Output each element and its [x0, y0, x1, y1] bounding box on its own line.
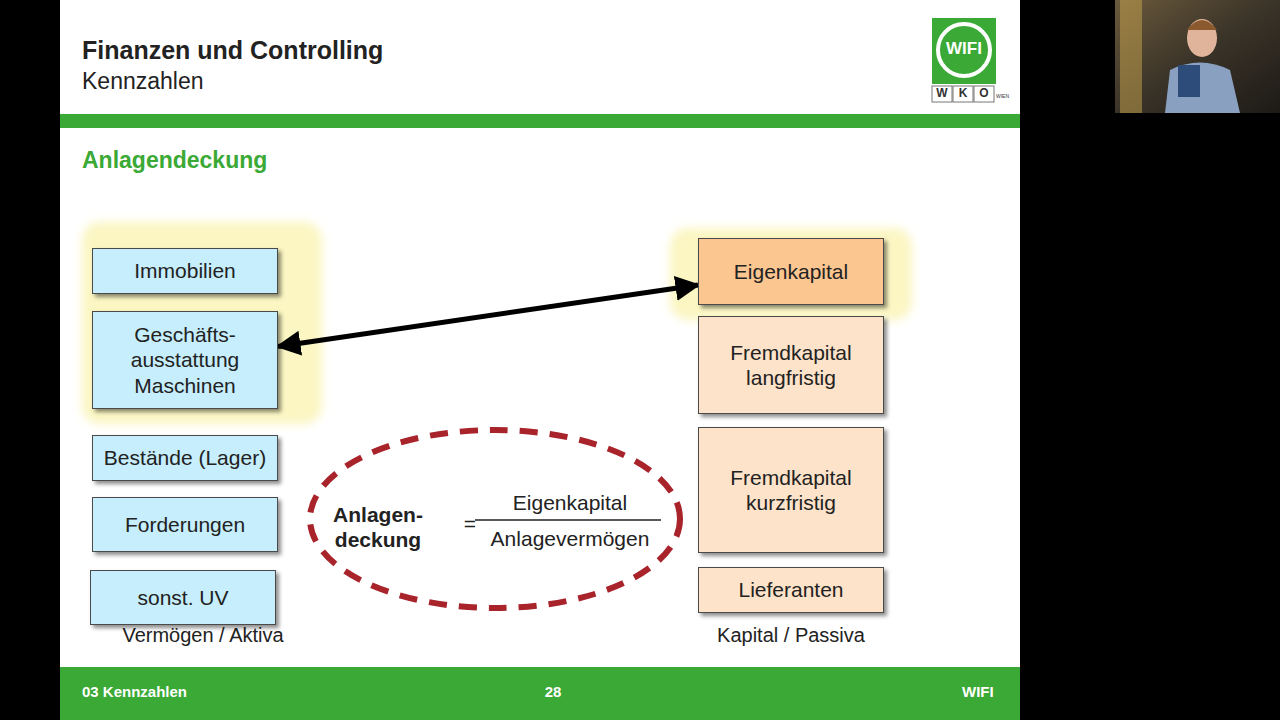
box-label: Lieferanten [738, 577, 843, 602]
highlight-area [670, 228, 912, 320]
webcam-person [1187, 19, 1217, 57]
slide-label: 03 Kennzahlen [82, 683, 187, 700]
slide-label: Kennzahlen [82, 68, 204, 95]
formula-text: Eigenkapital [470, 490, 670, 515]
balance-box: Forderungen [92, 497, 278, 552]
balance-box: Fremdkapital langfristig [698, 316, 884, 414]
box-label: Forderungen [125, 512, 245, 537]
balance-box: Fremdkapital kurzfristig [698, 427, 884, 553]
slide-label: K [959, 86, 968, 100]
slide-label: WIFI [962, 683, 994, 700]
balance-box: Eigenkapital [698, 238, 884, 305]
formula-ellipse: Anlagen- deckung =EigenkapitalAnlagevermö… [305, 425, 685, 613]
slide-page [60, 0, 1020, 720]
box-label: Fremdkapital langfristig [707, 340, 875, 390]
balance-box: Immobilien [92, 248, 278, 294]
logo-cell [932, 86, 952, 102]
balance-box: Geschäfts- ausstattung Maschinen [92, 311, 278, 409]
webcam-wall [1120, 0, 1142, 113]
box-label: Geschäfts- ausstattung Maschinen [101, 322, 269, 398]
box-label: sonst. UV [137, 585, 228, 610]
formula-text: Anlagevermögen [470, 526, 670, 551]
balance-box: Bestände (Lager) [92, 435, 278, 481]
webcam-book [1178, 65, 1200, 97]
slide-label: O [979, 86, 988, 100]
slide-label: Anlagendeckung [82, 147, 267, 174]
balance-box: sonst. UV [90, 570, 276, 625]
slide-label: Vermögen / Aktiva [122, 624, 283, 647]
logo-cell [953, 86, 973, 102]
box-label: Fremdkapital kurzfristig [707, 465, 875, 515]
highlight-area [82, 222, 322, 424]
slide-label: W [936, 86, 947, 100]
dashed-ellipse [310, 430, 680, 608]
box-label: Immobilien [134, 258, 236, 283]
webcam-frame [1115, 0, 1280, 113]
balance-box: Lieferanten [698, 567, 884, 613]
box-label: Eigenkapital [734, 259, 848, 284]
webcam-image [1115, 0, 1280, 113]
box-label: Bestände (Lager) [104, 445, 266, 470]
logo-square [932, 18, 996, 84]
webcam-person [1187, 20, 1217, 30]
footer-bar [60, 667, 1020, 720]
slide-label: 28 [545, 683, 562, 700]
fraction-line [475, 519, 661, 521]
slide-title: Finanzen und Controlling [82, 36, 383, 65]
logo-ring [938, 24, 990, 76]
slide-label: Kapital / Passiva [717, 624, 865, 647]
formula-text: = [460, 511, 480, 536]
header-bar [60, 114, 1020, 128]
formula-text: Anlagen- deckung [328, 502, 428, 552]
slide-label: WIEN [996, 93, 1009, 99]
webcam-person [1165, 63, 1240, 114]
slide-label: WIFI [946, 39, 982, 59]
double-arrow [278, 285, 698, 346]
logo-cell [974, 86, 994, 102]
